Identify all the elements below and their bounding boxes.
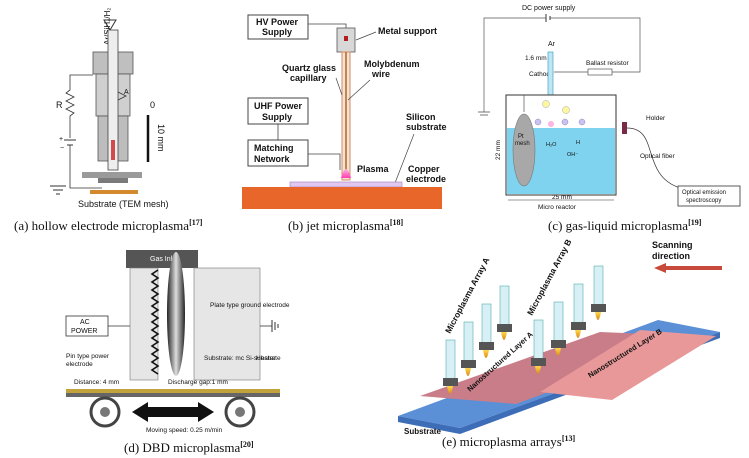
resistor-label: R: [56, 100, 63, 110]
ballast-resistor: [587, 68, 613, 76]
quartz-label-2: capillary: [290, 73, 327, 83]
scan-label-1: Scanning: [652, 240, 693, 250]
dc-label: DC power supply: [522, 5, 576, 12]
scale-length-label: 10 mm: [156, 124, 166, 152]
plasma-label: Plasma: [357, 164, 390, 174]
scale-zero-label: 0: [150, 100, 155, 110]
size-22-label: 22 mm: [495, 140, 502, 160]
hv-power-box: [247, 14, 309, 40]
metal-clamp: [344, 36, 348, 41]
matching-label-1: Matching: [254, 143, 294, 153]
ground-plate-electrode: [193, 267, 261, 381]
pt-mesh: [512, 113, 536, 187]
uhf-label-2: Supply: [262, 112, 292, 122]
uhf-power-box: [247, 97, 309, 125]
substrate-e-label: Substrate: [404, 427, 441, 436]
pt-label-2: mesh: [515, 141, 530, 147]
discharge-zone: [111, 140, 115, 160]
holder-stem: [98, 178, 128, 183]
battery-minus-label: −: [60, 145, 64, 152]
copper-label-1: Copper: [408, 164, 440, 174]
gas-inflow-arrow-icon: [103, 19, 117, 31]
silicon-label-2: substrate: [406, 122, 447, 132]
resistor-circuit: [65, 74, 93, 138]
size-16-label: 1.6 mm: [525, 55, 547, 62]
hv-label-1: HV Power: [256, 17, 299, 27]
h2o-label: H₂O: [546, 142, 557, 148]
caption-e: (e) microplasma arrays[13]: [442, 434, 576, 449]
plate-label: Plate type ground electrode: [210, 302, 290, 309]
discharge-region: [167, 252, 185, 376]
gap-label: Discharge gap:1 mm: [168, 379, 228, 386]
plasma-jet: [341, 169, 351, 178]
ballast-label: Ballast resistor: [586, 60, 629, 67]
fiber-holder: [622, 122, 627, 134]
ac-label-2: POWER: [71, 328, 97, 335]
array-a: [443, 285, 512, 394]
copper-label-2: electrode: [406, 174, 446, 184]
silicon-substrate: [289, 181, 403, 188]
moly-label-2: wire: [371, 69, 390, 79]
substrate-holder: [82, 172, 142, 178]
gas-inlet-label: Gas Inlet: [150, 256, 178, 263]
matching-network-box: [247, 139, 309, 167]
distance-label: Distance: 4 mm: [74, 379, 119, 386]
reactor-label: Micro reactor: [538, 204, 577, 211]
plasma-spot: [548, 121, 554, 127]
scan-arrow-icon: [654, 263, 722, 273]
layer-b: [540, 330, 716, 400]
pin-array: [150, 269, 160, 375]
moly-label-1: Molybdenum: [364, 59, 420, 69]
uhf-label-1: UHF Power: [254, 101, 303, 111]
array-b: [531, 265, 606, 374]
substrate-d-label: Substrate: mc Si-substrate: [204, 355, 281, 362]
oes-label-1: Optical emission: [682, 190, 726, 196]
si-substrate: [66, 389, 280, 393]
substrate-label: Substrate (TEM mesh): [78, 199, 169, 209]
oh-label: OH⁻: [567, 152, 578, 158]
matching-label-2: Network: [254, 154, 291, 164]
anode-label: A: [124, 89, 129, 96]
oes-label-2: spectroscopy: [686, 198, 721, 204]
fiber-label: Optical fiber: [640, 153, 676, 160]
battery-plus-label: +: [59, 136, 63, 143]
oes-box: [677, 185, 741, 207]
copper-electrode: [242, 187, 442, 209]
pin-label-2: electrode: [66, 361, 93, 368]
hv-label-2: Supply: [262, 27, 292, 37]
array-b-label: Microplasma Array B: [525, 237, 574, 316]
moving-direction-arrow-icon: [132, 402, 214, 422]
metal-leader: [355, 31, 377, 41]
silicon-label-1: Silicon: [406, 112, 436, 122]
scan-label-2: direction: [652, 251, 690, 261]
heater-label: Heater: [256, 355, 276, 362]
cathode-label: Cathode: [529, 71, 554, 78]
heater-plate: [66, 393, 280, 397]
panel-e-arrays: Scanning direction Nanostructured Layer …: [398, 237, 722, 449]
ground-wire: [69, 145, 102, 189]
quartz-label-1: Quartz glass: [282, 63, 336, 73]
panel-c-gas-liquid: DC power supply Ballast resistor Ar 1.6 …: [478, 5, 741, 233]
species-bubble: [542, 100, 550, 108]
anode-arrow-icon: [117, 91, 127, 101]
metal-label: Metal support: [378, 26, 437, 36]
panel-d-dbd: Gas Inlet Plate type ground electrode AC…: [65, 250, 290, 455]
pin-label-1: Pin type power: [66, 353, 110, 360]
panel-a-hollow-electrode: Ar/SiH₄/H₂ A R + − 0 10 mm Substrate (TE…: [14, 8, 203, 233]
h-label: H: [576, 140, 580, 146]
caption-d: (d) DBD microplasma[20]: [124, 440, 254, 455]
speed-label: Moving speed: 0.25 m/min: [146, 427, 223, 434]
ar-label: Ar: [548, 41, 556, 48]
pt-label-1: Pt: [518, 134, 524, 140]
panel-b-jet: HV Power Supply Metal support Quartz gla…: [242, 14, 447, 233]
caption-c: (c) gas-liquid microplasma[19]: [548, 218, 702, 233]
size-25-label: 25 mm: [552, 194, 572, 201]
ac-label-1: AC: [80, 319, 90, 326]
tem-mesh: [90, 190, 138, 194]
caption-a: (a) hollow electrode microplasma[17]: [14, 218, 203, 233]
caption-b: (b) jet microplasma[18]: [288, 218, 403, 233]
holder-label: Holder: [646, 115, 666, 122]
optical-fiber: [626, 127, 681, 189]
